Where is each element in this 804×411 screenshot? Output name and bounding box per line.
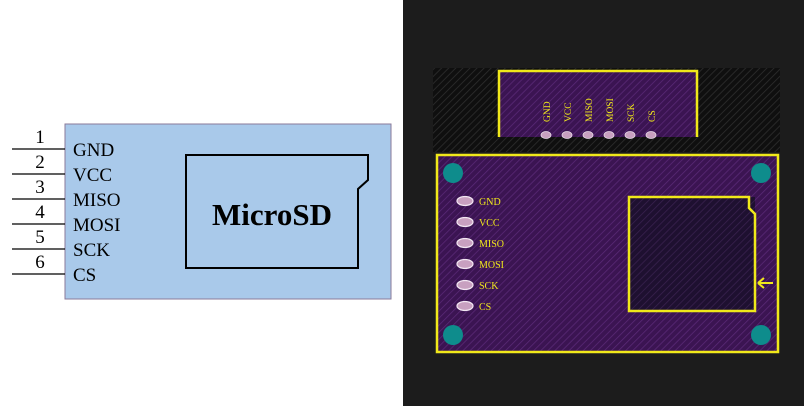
side-label: MOSI — [479, 260, 504, 271]
header-pad — [603, 131, 615, 139]
side-pads — [456, 195, 474, 312]
pin-2: 2 VCC — [12, 152, 112, 186]
header-area — [499, 71, 697, 137]
header-label: GND — [543, 101, 553, 122]
pin-number: 2 — [35, 152, 45, 173]
pin-number: 1 — [35, 127, 45, 148]
schematic-svg: MicroSD 1 GND 2 VCC 3 MISO 4 MOSI 5 SCK — [12, 123, 392, 300]
side-pad — [456, 258, 474, 270]
side-pad — [456, 195, 474, 207]
pin-name: MISO — [73, 190, 121, 211]
pcb-svg: GND VCC MISO MOSI SCK CS GND — [433, 68, 780, 354]
header-pads — [540, 131, 657, 139]
mounting-hole — [751, 163, 771, 183]
pin-name: CS — [73, 265, 96, 286]
side-pad — [456, 279, 474, 291]
pin-name: GND — [73, 140, 114, 161]
header-pad — [582, 131, 594, 139]
module-body — [64, 123, 392, 300]
header-label: MOSI — [606, 98, 616, 122]
pin-number: 6 — [35, 252, 45, 273]
pin-name: VCC — [73, 165, 112, 186]
card-slot-area — [629, 197, 755, 311]
side-label: GND — [479, 197, 501, 208]
sd-card-outline — [185, 154, 369, 269]
insert-arrow-icon — [757, 277, 773, 289]
pcb-panel: GND VCC MISO MOSI SCK CS GND — [403, 0, 804, 406]
side-pad — [456, 216, 474, 228]
header-label: VCC — [564, 102, 574, 122]
pin-6: 6 CS — [12, 252, 96, 286]
header-label: CS — [648, 110, 658, 122]
pin-4: 4 MOSI — [12, 202, 121, 236]
mounting-hole — [443, 325, 463, 345]
pin-number: 3 — [35, 177, 45, 198]
schematic-title: MicroSD — [212, 197, 332, 232]
header-pad — [540, 131, 552, 139]
mounting-hole — [751, 325, 771, 345]
pin-5: 5 SCK — [12, 227, 110, 261]
header-outline — [497, 69, 699, 137]
mounting-hole — [443, 163, 463, 183]
pin-1: 1 GND — [12, 127, 114, 161]
side-pad — [456, 237, 474, 249]
side-label: SCK — [479, 281, 499, 292]
side-label: VCC — [479, 218, 500, 229]
pin-number: 5 — [35, 227, 45, 248]
pin-number: 4 — [35, 202, 45, 223]
pin-3: 3 MISO — [12, 177, 121, 211]
pin-name: SCK — [73, 240, 110, 261]
side-pad — [456, 300, 474, 312]
pin-name: MOSI — [73, 215, 121, 236]
header-pad — [624, 131, 636, 139]
schematic-panel: MicroSD 1 GND 2 VCC 3 MISO 4 MOSI 5 SCK — [0, 0, 403, 406]
header-pad — [561, 131, 573, 139]
side-label: CS — [479, 302, 491, 313]
card-slot-outline — [627, 195, 757, 313]
side-labels: GND VCC MISO MOSI SCK CS — [479, 197, 504, 313]
header-label: SCK — [627, 103, 637, 122]
side-label: MISO — [479, 239, 504, 250]
header-labels: GND VCC MISO MOSI SCK CS — [543, 98, 658, 122]
header-label: MISO — [585, 98, 595, 122]
header-pad — [645, 131, 657, 139]
